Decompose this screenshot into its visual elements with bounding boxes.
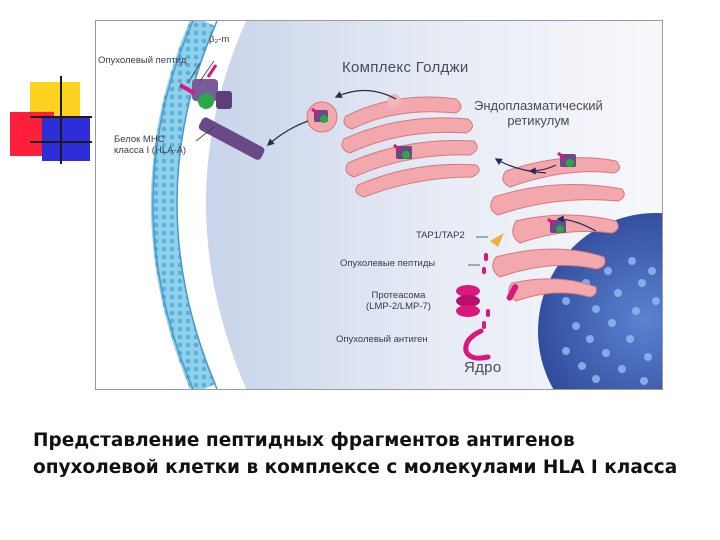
label-mhc-protein: Белок МНС класса I (HLA-A)	[114, 134, 187, 156]
label-er: Эндоплазматический ретикулум	[474, 98, 603, 128]
label-tumor-peptide: Опухолевый пептид	[98, 55, 187, 66]
mhc-complexes	[179, 64, 576, 233]
label-golgi: Комплекс Голджи	[342, 59, 469, 76]
label-nucleus: Ядро	[464, 359, 502, 376]
label-b2m: β₂-m	[209, 34, 230, 45]
label-tumor-antigen: Опухолевый антиген	[336, 334, 428, 345]
proteasome	[456, 285, 480, 317]
label-tap: TAP1/TAP2	[416, 230, 465, 241]
golgi-apparatus	[341, 96, 480, 198]
cell-illustration	[151, 21, 662, 389]
label-proteasome: Протеасома (LMP-2/LMP-7)	[366, 290, 431, 312]
tumor-peptides	[482, 253, 519, 329]
decor-blue-square	[42, 117, 90, 161]
label-tumor-peptides: Опухолевые пептиды	[340, 258, 436, 269]
figure-caption: Представление пептидных фрагментов антиг…	[33, 430, 678, 478]
tap-transporter	[490, 233, 504, 247]
cell-membrane	[151, 21, 216, 389]
antigen-presentation-figure: β₂-m Опухолевый пептид Белок МНС класса …	[95, 20, 663, 390]
label-pointers	[187, 60, 488, 266]
tumor-antigen	[463, 328, 491, 361]
decor-vertical-line	[60, 76, 62, 164]
transport-arrows	[266, 89, 597, 232]
